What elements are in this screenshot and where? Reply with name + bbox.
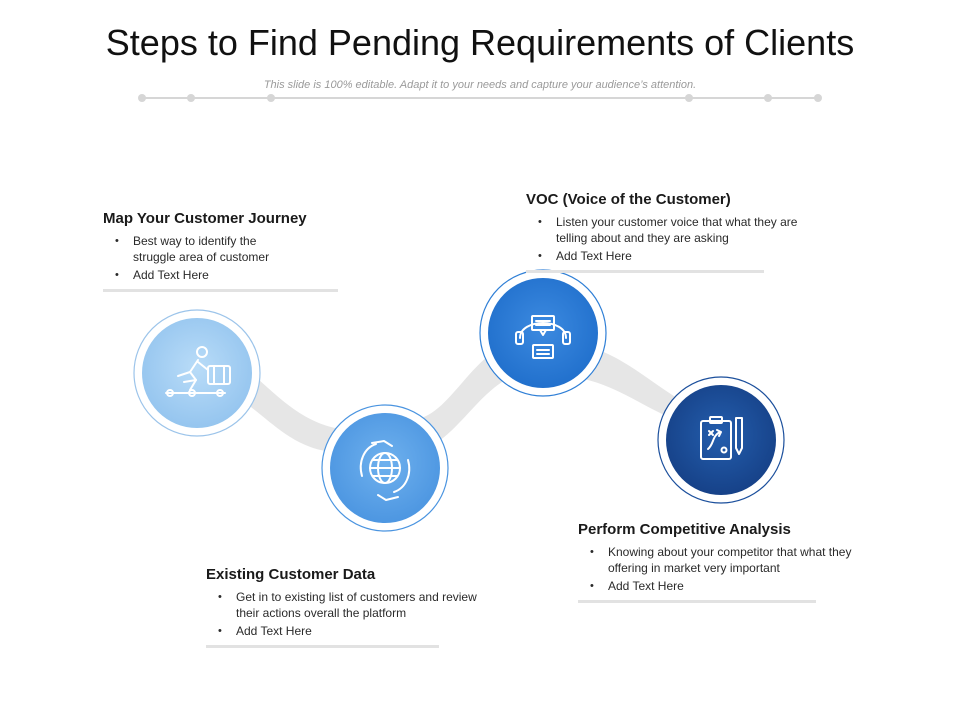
step-3-block: VOC (Voice of the Customer) Listen your … xyxy=(526,191,797,273)
step-4-block: Perform Competitive Analysis Knowing abo… xyxy=(578,521,851,603)
step-3-bullet-1: Listen your customer voice that what the… xyxy=(526,214,804,246)
step-4-bullets: Knowing about your competitor that what … xyxy=(578,544,851,594)
step-2-bullet-1: Get in to existing list of customers and… xyxy=(206,589,479,621)
step-1-underline xyxy=(103,289,338,292)
step-1-node xyxy=(133,309,261,437)
step-2-block: Existing Customer Data Get in to existin… xyxy=(206,566,477,648)
slide-subtitle: This slide is 100% editable. Adapt it to… xyxy=(263,79,697,91)
headset-chat-icon xyxy=(515,315,571,359)
step-3-bullets: Listen your customer voice that what the… xyxy=(526,214,797,264)
runner-luggage-icon xyxy=(165,346,231,397)
clipboard-strategy-icon xyxy=(700,416,743,460)
step-4-bullet-2: Add Text Here xyxy=(578,578,816,594)
step-3-underline xyxy=(526,270,764,273)
step-1-bullet-1: Best way to identify the struggle area o… xyxy=(103,233,338,265)
step-2-title: Existing Customer Data xyxy=(206,566,376,583)
slide-title: Steps to Find Pending Requirements of Cl… xyxy=(105,22,855,63)
step-4-bullet-1: Knowing about your competitor that what … xyxy=(578,544,856,576)
step-1-bullet-2: Add Text Here xyxy=(103,267,338,283)
dotted-divider xyxy=(138,94,822,102)
step-2-bullet-2: Add Text Here xyxy=(206,623,439,639)
globe-in-hands-icon xyxy=(359,440,411,501)
step-2-bullets: Get in to existing list of customers and… xyxy=(206,589,477,639)
step-1-block: Map Your Customer Journey Best way to id… xyxy=(103,210,338,292)
step-4-node xyxy=(657,376,785,504)
step-1-bullets: Best way to identify the struggle area o… xyxy=(103,233,338,283)
step-3-node xyxy=(479,269,607,397)
step-4-title: Perform Competitive Analysis xyxy=(578,521,791,538)
step-2-underline xyxy=(206,645,439,648)
step-3-title: VOC (Voice of the Customer) xyxy=(526,191,731,208)
step-1-title: Map Your Customer Journey xyxy=(103,210,307,227)
step-3-bullet-2: Add Text Here xyxy=(526,248,764,264)
step-4-underline xyxy=(578,600,816,603)
